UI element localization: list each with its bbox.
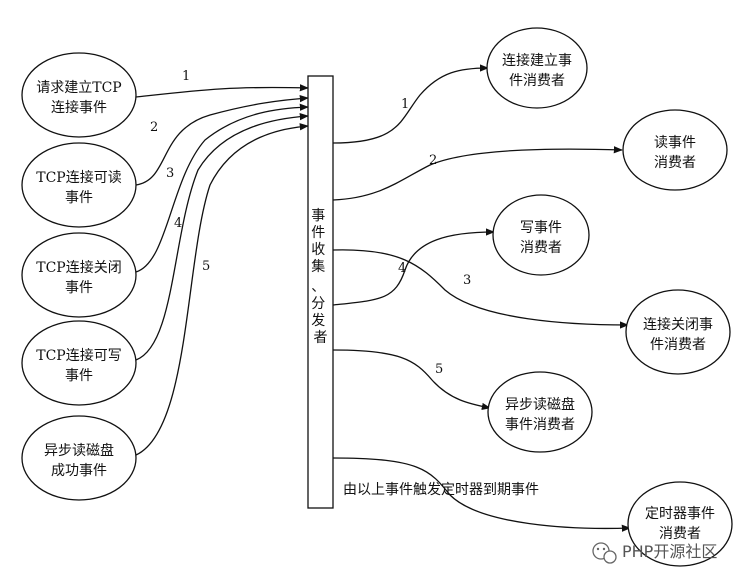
consumer-node-c6: 定时器事件消费者: [627, 481, 733, 567]
edge-number-c4: 3: [463, 273, 471, 288]
svg-text:异步读磁盘事件消费者: 异步读磁盘事件消费者: [505, 396, 575, 433]
edge-number-e4: 4: [174, 216, 182, 231]
consumer-node-c2: 读事件消费者: [622, 109, 728, 191]
edge-e3: [135, 103, 309, 273]
edge-c1: [332, 64, 489, 144]
svg-text:连接建立事件消费者: 连接建立事件消费者: [502, 52, 572, 89]
edge-e4: [135, 112, 309, 361]
svg-text:读事件消费者: 读事件消费者: [654, 134, 696, 171]
svg-text:定时器事件消费者: 定时器事件消费者: [645, 506, 715, 542]
event-node-e2: TCP连接可读事件: [21, 142, 137, 228]
event-node-e3: TCP连接关闭事件: [21, 232, 137, 318]
consumer-node-c3: 写事件消费者: [492, 194, 590, 276]
collector-label: 事 件 收 集 、 分 发 者: [311, 208, 329, 346]
edge-number-c1: 1: [401, 97, 409, 112]
edge-e2: [135, 94, 309, 186]
outgoing-edges: [332, 64, 631, 532]
svg-text:写事件消费者: 写事件消费者: [520, 220, 562, 256]
edge-number-c2: 2: [429, 153, 437, 168]
edge-c4: [332, 249, 629, 329]
incoming-edges: [135, 84, 309, 456]
consumer-node-c4: 连接关闭事件消费者: [625, 289, 731, 375]
edge-e5: [135, 123, 309, 456]
wechat-icon: [592, 542, 617, 564]
consumer-node-c5: 异步读磁盘事件消费者: [487, 371, 593, 453]
edge-c5: [332, 349, 491, 410]
watermark-text: PHP开源社区: [622, 542, 717, 561]
edge-c2: [332, 146, 623, 201]
timer-note: 由以上事件触发定时器到期事件: [343, 482, 539, 498]
consumer-node-c1: 连接建立事件消费者: [486, 27, 588, 109]
edge-c6: [332, 457, 631, 532]
svg-text:TCP连接可写事件: TCP连接可写事件: [36, 347, 121, 384]
edge-c3: [332, 228, 495, 306]
edge-number-c5: 5: [435, 362, 443, 377]
edge-number-e1: 1: [182, 69, 190, 84]
edge-e1: [135, 84, 309, 98]
event-node-e5: 异步读磁盘成功事件: [21, 415, 137, 501]
edge-number-e2: 2: [150, 120, 158, 135]
collector-bar: [307, 75, 334, 509]
svg-text:异步读磁盘成功事件: 异步读磁盘成功事件: [44, 442, 114, 479]
svg-text:TCP连接可读事件: TCP连接可读事件: [36, 169, 121, 206]
svg-text:TCP连接关闭事件: TCP连接关闭事件: [36, 259, 121, 296]
svg-text:连接关闭事件消费者: 连接关闭事件消费者: [643, 316, 713, 353]
edge-number-c3: 4: [398, 261, 406, 276]
edge-number-e3: 3: [166, 166, 174, 181]
event-node-e4: TCP连接可写事件: [21, 320, 137, 406]
edge-number-e5: 5: [202, 259, 210, 274]
watermark: PHP开源社区: [592, 542, 717, 564]
